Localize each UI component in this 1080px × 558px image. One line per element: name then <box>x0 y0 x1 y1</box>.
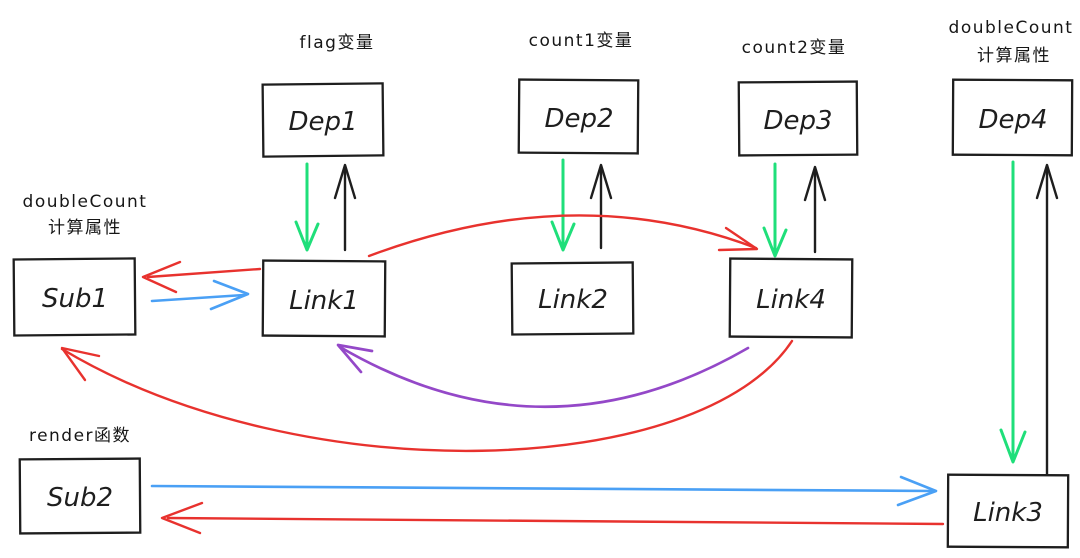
node-dep4: Dep4 <box>951 78 1074 157</box>
arrow-shaft <box>146 267 262 279</box>
annotation-dep2: count1变量 <box>529 31 634 51</box>
arrow-head <box>550 220 576 252</box>
arrow-link1-to-dep1 <box>333 163 357 252</box>
arrow-head <box>762 226 788 258</box>
annotations-layer: flag变量 count1变量 count2变量 doubleCount 计算属… <box>23 18 1074 446</box>
node-sub2-label: Sub2 <box>47 483 113 513</box>
arrow-head <box>803 165 827 202</box>
annotation-dep4-line1: doubleCount <box>949 18 1074 38</box>
node-dep1: Dep1 <box>261 82 385 158</box>
annotation-sub1-line2: 计算属性 <box>48 218 122 238</box>
arrow-link3-to-sub2 <box>160 501 945 535</box>
arrow-shaft <box>150 293 246 303</box>
arrow-head <box>717 226 759 252</box>
arrow-head <box>336 343 374 374</box>
arrow-head <box>141 260 182 294</box>
node-dep3-box <box>737 80 859 157</box>
arrow-shaft <box>166 516 945 526</box>
arrow-link4-to-sub1-swoop <box>60 339 794 452</box>
arrow-head <box>209 279 250 311</box>
arrow-head <box>1035 163 1059 200</box>
node-link4-label: Link4 <box>756 285 826 315</box>
node-link1-label: Link1 <box>289 286 359 316</box>
arrow-head <box>60 346 101 382</box>
arrow-link2-to-dep2 <box>589 163 613 250</box>
arrow-head <box>333 163 357 200</box>
node-link2: Link2 <box>510 261 635 336</box>
arrow-shaft <box>367 214 758 258</box>
node-link3-box <box>946 473 1070 549</box>
arrow-sub2-to-link3 <box>150 475 938 507</box>
node-link4-box <box>728 257 854 339</box>
node-link2-label: Link2 <box>538 285 608 315</box>
annotation-dep1: flag变量 <box>300 33 375 53</box>
node-sub1-label: Sub1 <box>42 284 108 314</box>
node-link3: Link3 <box>946 473 1070 549</box>
annotation-sub1-line1: doubleCount <box>23 192 148 212</box>
annotation-dep4-line2: 计算属性 <box>977 46 1051 66</box>
node-dep2-label: Dep2 <box>544 104 613 134</box>
node-link1-box <box>261 259 387 338</box>
arrows-layer <box>60 158 1059 547</box>
nodes-layer: Dep1 Dep2 Dep3 Dep4 Sub1 Link1 Link2 L <box>12 78 1074 549</box>
arrow-shaft <box>150 484 934 493</box>
arrow-dep4-to-link3 <box>999 160 1027 464</box>
arrow-head <box>294 220 320 252</box>
arrow-link1-to-link4-arc <box>367 214 759 258</box>
arrow-link1-to-sub1 <box>141 260 262 294</box>
arrow-dep1-to-link1 <box>294 162 320 252</box>
arrow-head <box>160 501 204 535</box>
node-dep4-box <box>951 78 1074 157</box>
annotation-sub2: render函数 <box>29 426 131 446</box>
arrow-head <box>589 163 613 200</box>
node-dep2: Dep2 <box>517 78 640 155</box>
node-dep2-box <box>517 78 640 155</box>
node-link3-label: Link3 <box>973 498 1043 528</box>
arrow-head <box>896 475 938 507</box>
arrow-link4-to-link1-curve <box>336 343 750 409</box>
arrow-head <box>999 428 1027 464</box>
node-dep3-label: Dep3 <box>763 106 832 136</box>
node-link1: Link1 <box>261 259 387 338</box>
node-sub1-box <box>12 257 137 337</box>
node-dep3: Dep3 <box>737 80 859 157</box>
node-sub2: Sub2 <box>18 457 142 535</box>
node-sub1: Sub1 <box>12 257 137 337</box>
arrow-dep3-to-link4 <box>762 162 788 258</box>
node-link2-box <box>510 261 635 336</box>
arrow-shaft <box>60 339 794 452</box>
node-link4: Link4 <box>728 257 854 339</box>
node-sub2-box <box>18 457 142 535</box>
arrow-link4-to-dep3 <box>803 165 827 254</box>
node-dep1-label: Dep1 <box>288 107 357 137</box>
node-dep1-box <box>261 82 385 158</box>
arrow-sub1-to-link1 <box>150 279 250 311</box>
arrow-shaft <box>338 345 750 409</box>
node-dep4-label: Dep4 <box>978 105 1047 135</box>
annotation-dep3: count2变量 <box>742 38 847 58</box>
arrow-dep2-to-link2 <box>550 158 576 252</box>
